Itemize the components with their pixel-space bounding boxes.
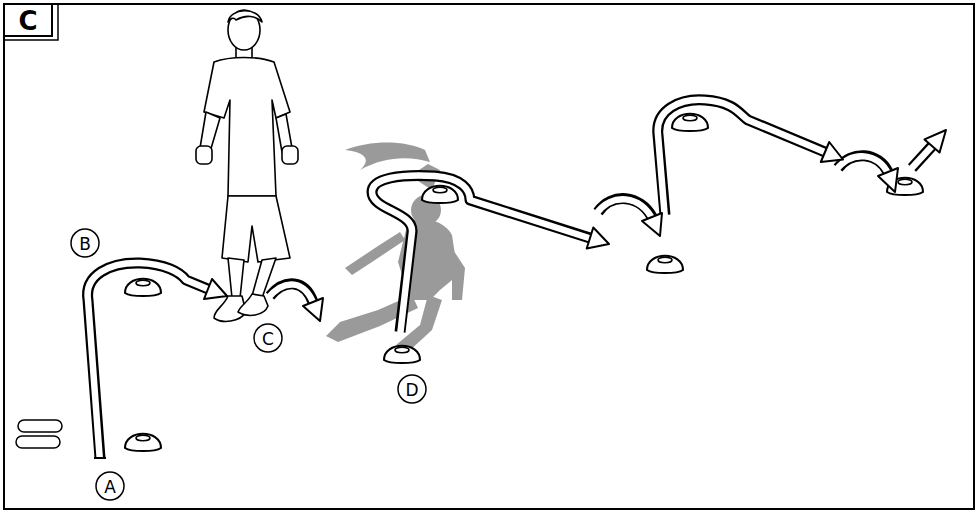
path-end: [94, 457, 106, 459]
callout-letter: D: [405, 382, 418, 399]
panel-frame: [4, 4, 974, 509]
start-marker: [16, 436, 60, 448]
path-end: [92, 458, 108, 466]
callout-letter: A: [104, 479, 116, 496]
arrow-head: [204, 130, 946, 321]
panel-tab: [4, 4, 52, 36]
standing-player: [196, 10, 298, 321]
panel-tab-edge: [4, 4, 58, 40]
callout-letter: B: [79, 236, 91, 253]
callout-circle: [71, 229, 426, 500]
marker-cone: [125, 114, 923, 451]
run-path: [88, 100, 934, 462]
callout-letter: C: [262, 331, 274, 348]
start-marker: [18, 420, 62, 432]
panel-letter: C: [18, 8, 37, 34]
